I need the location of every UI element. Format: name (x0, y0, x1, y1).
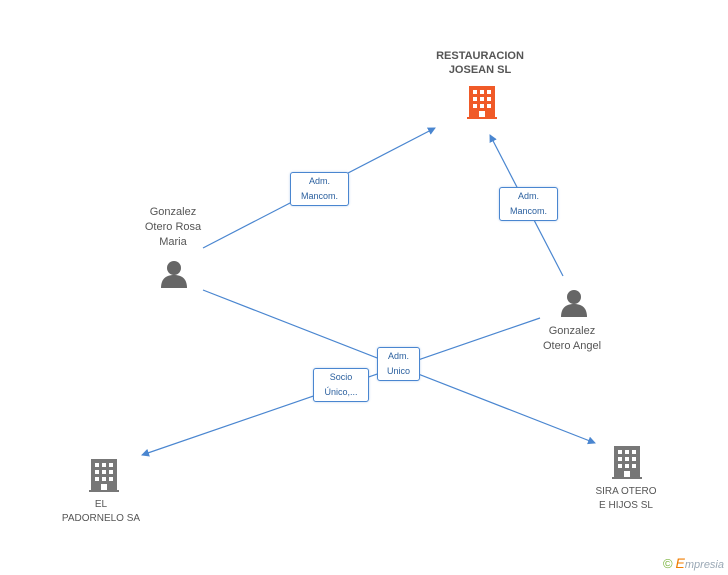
node-label-line: Gonzalez (548, 325, 596, 337)
node-label-line: Gonzalez (149, 206, 197, 218)
node-label-angel[interactable]: Gonzalez Otero Angel (522, 324, 622, 354)
building-icon-sira (612, 446, 642, 479)
edge-label-line: Adm. (308, 176, 330, 186)
node-label-line: JOSEAN SL (448, 64, 512, 76)
node-label-line: PADORNELO SA (61, 513, 141, 524)
node-label-line: Otero Rosa (144, 221, 202, 233)
person-icon-angel (561, 290, 587, 317)
brand-name: mpresia (684, 559, 724, 571)
edge-label-line: Adm. (387, 351, 409, 361)
brand-initial: E (675, 555, 685, 571)
edge-label-line: Único,... (324, 387, 358, 397)
node-label-line: RESTAURACION (436, 50, 524, 62)
node-label-line: Maria (159, 236, 187, 248)
building-icon-padornelo (89, 459, 119, 492)
empresia-logo[interactable]: ©Empresia (663, 555, 724, 571)
node-label-line: EL (94, 499, 108, 510)
edge-label-line: Socio (329, 372, 353, 382)
edge-label-line: Unico (386, 366, 410, 376)
edge-label-line: Mancom. (300, 191, 338, 201)
edge-label-line: Adm. (517, 191, 539, 201)
edge-label-rosa-restauracion[interactable]: Adm. Mancom. (290, 172, 349, 206)
edge-label-line: Mancom. (509, 206, 547, 216)
edge-label-socio-unico[interactable]: Socio Único,... (313, 368, 369, 402)
node-label-sira[interactable]: SIRA OTERO E HIJOS SL (576, 485, 676, 513)
node-label-rosa[interactable]: Gonzalez Otero Rosa Maria (124, 205, 222, 250)
copyright-icon: © (662, 556, 673, 571)
edge-label-angel-restauracion[interactable]: Adm. Mancom. (499, 187, 558, 221)
node-label-line: Otero Angel (542, 340, 602, 352)
building-icon-restauracion (467, 86, 497, 119)
person-icon-rosa (161, 261, 187, 288)
node-label-line: SIRA OTERO (595, 486, 657, 497)
node-label-line: E HIJOS SL (599, 500, 653, 511)
node-label-restauracion[interactable]: RESTAURACION JOSEAN SL (420, 49, 540, 77)
node-label-padornelo[interactable]: EL PADORNELO SA (50, 498, 152, 526)
edge-label-adm-unico[interactable]: Adm. Unico (377, 347, 420, 381)
